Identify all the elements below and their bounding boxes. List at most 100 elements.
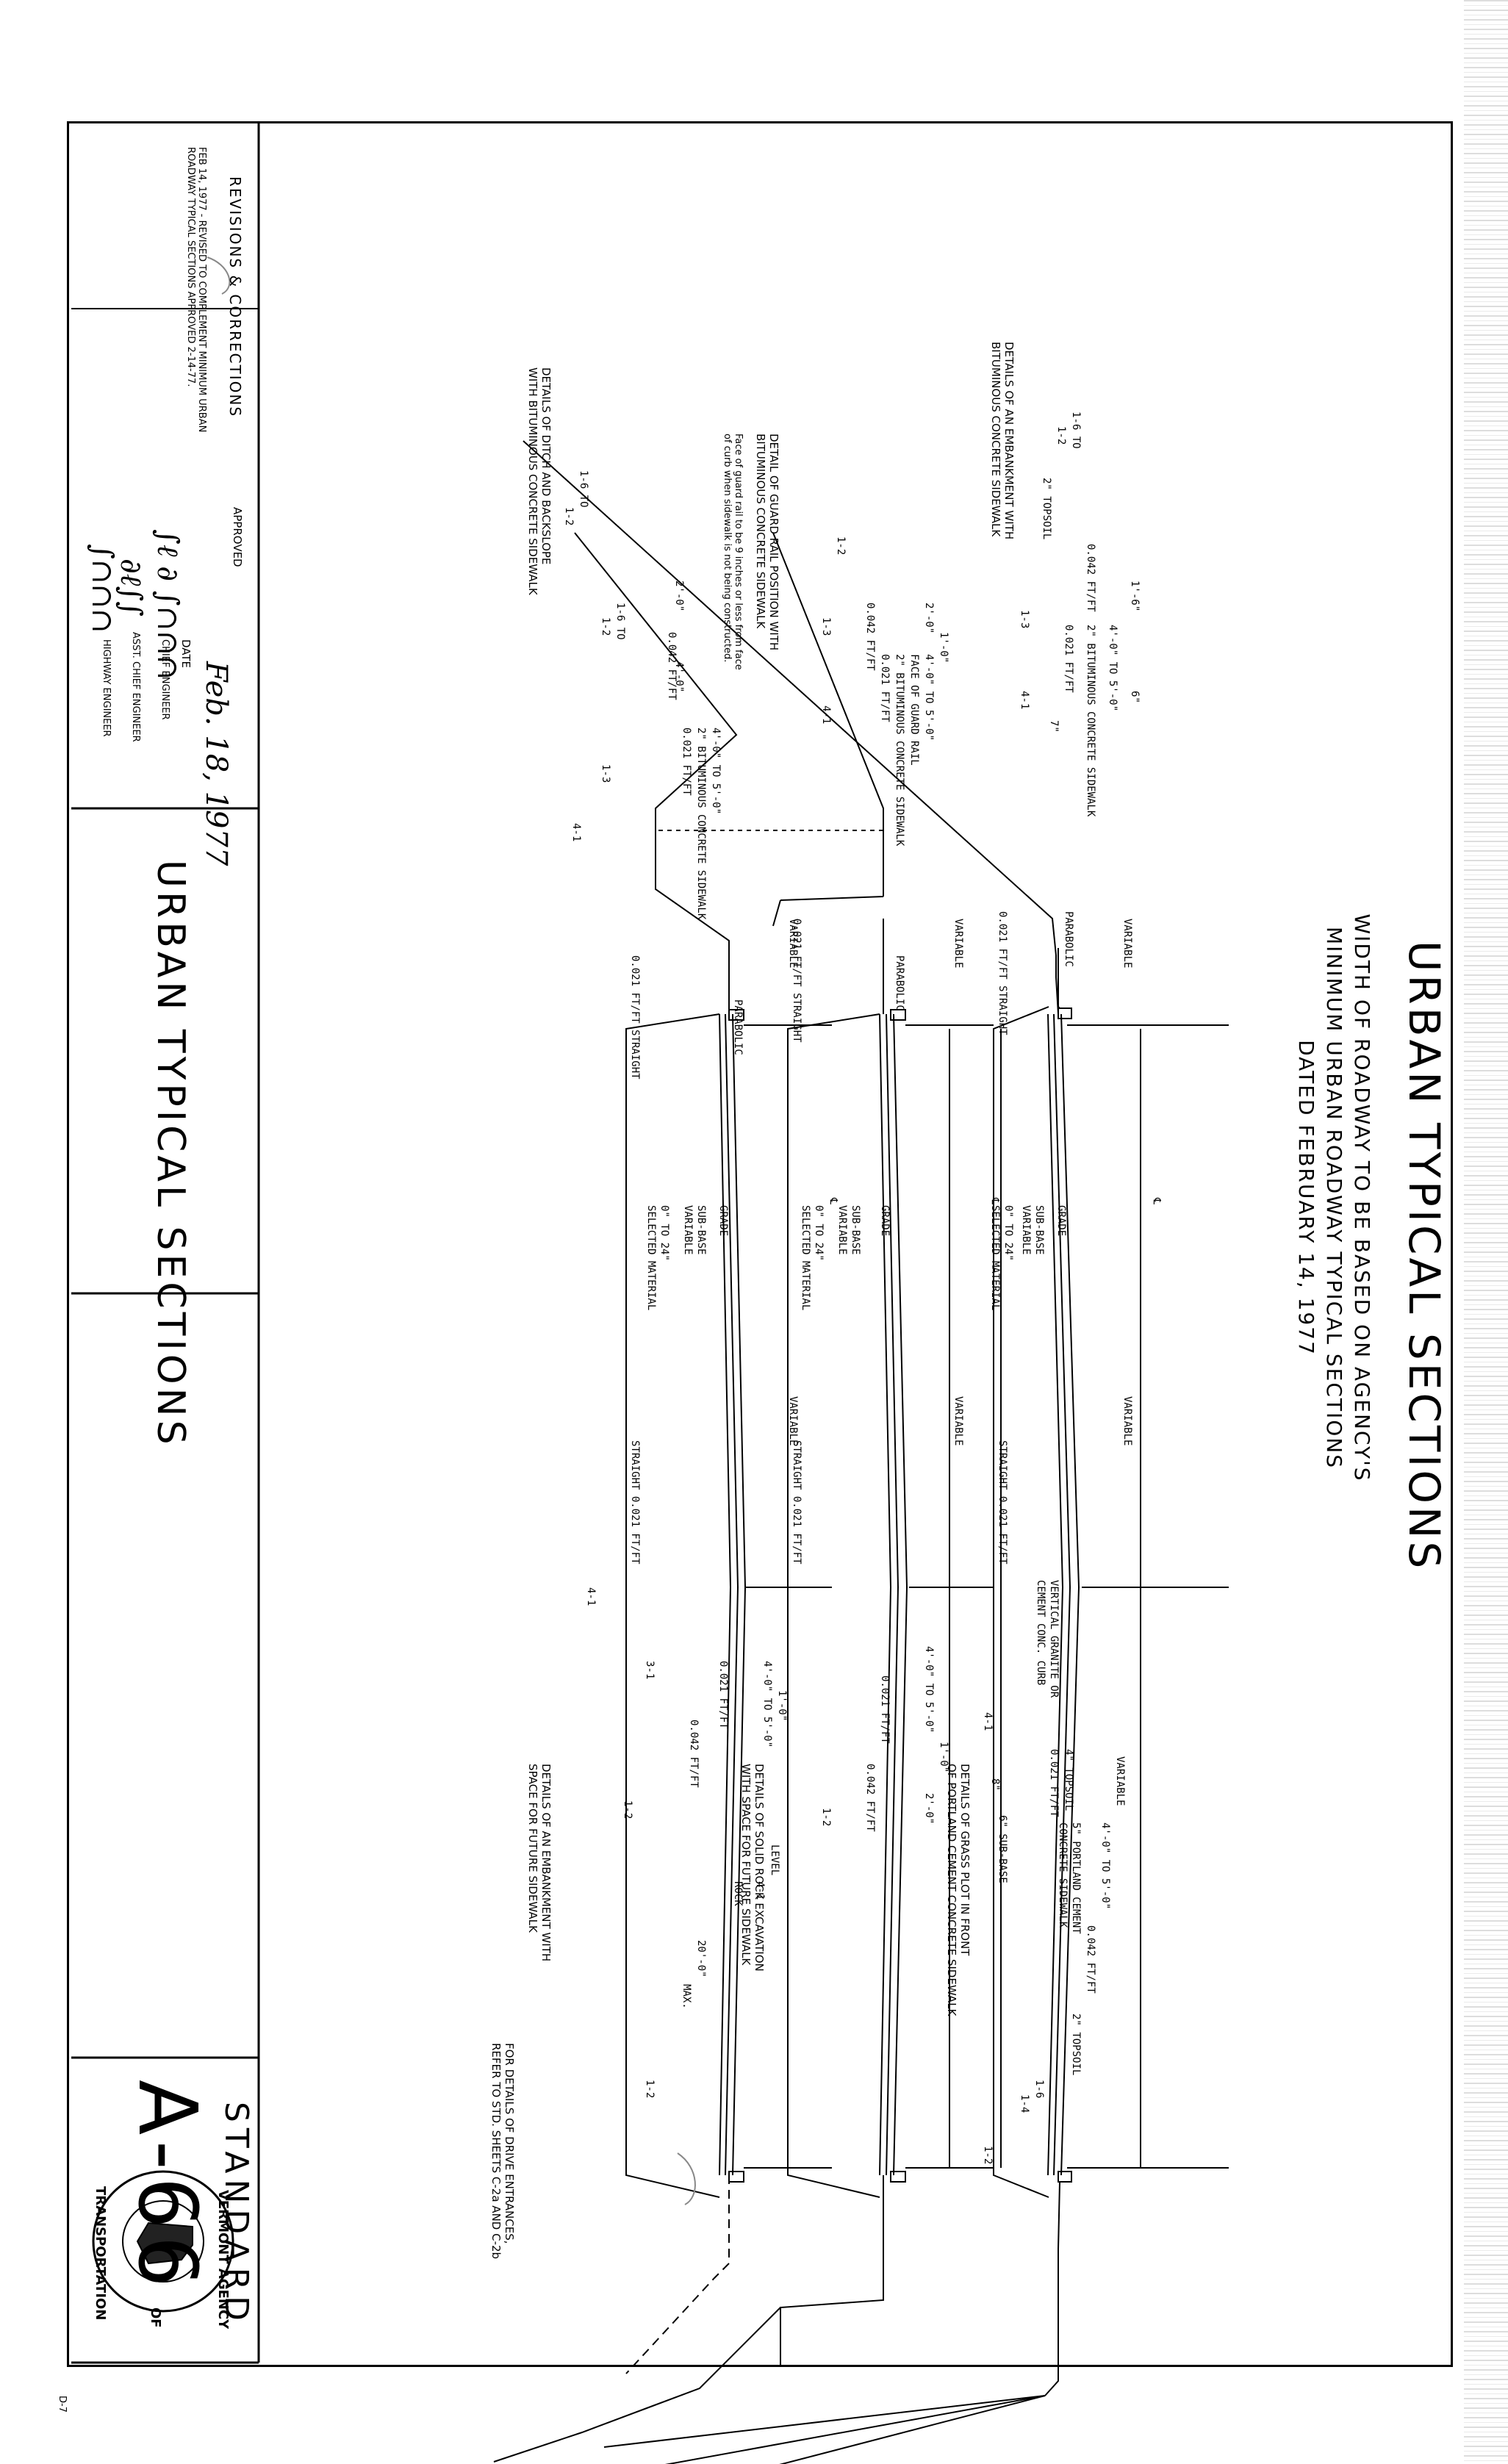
label: 2" BITUMINOUS CONCRETE SIDEWALK (894, 654, 905, 847)
label: ℄ (1151, 1198, 1163, 1204)
subtitle-line: DATED FEBRUARY 14, 1977 (1294, 1040, 1318, 1356)
label: SUB-BASE (850, 1205, 861, 1255)
label: 0.021 FT/FT (1048, 1749, 1060, 1817)
label: 1-2 (622, 1800, 633, 1820)
label: PARABOLIC (732, 999, 744, 1055)
label: SELECTED MATERIAL (989, 1205, 1001, 1311)
label: VARIABLE (787, 919, 799, 969)
label: 0.021 FT/FT (879, 1675, 891, 1744)
revision-notes: FEB 14, 1977 - REVISED TO COMPLEMENT MIN… (185, 147, 207, 432)
section-1-caption: DETAILS OF AN EMBANKMENT WITH BITUMINOUS… (989, 342, 1016, 539)
label: 20'-0" (695, 1940, 707, 1978)
label: 4'-0" TO 5'-0" (761, 1661, 773, 1748)
signature-chief: ∫ℓ ∂ ∫∩∩∩ (151, 529, 184, 680)
label: 3-1 (644, 1661, 656, 1680)
caption-line: BITUMINOUS CONCRETE SIDEWALK (989, 342, 1002, 537)
approval-date: Feb. 18, 1977 (199, 661, 233, 866)
note-line: of curb when sidewalk is not being const… (722, 434, 733, 663)
label: 1-6 TO (614, 603, 626, 640)
label: 0" TO 24" (1002, 1205, 1014, 1261)
agency-of: OF (148, 2307, 163, 2328)
caption-line: DETAIL OF GUARD RAIL POSITION WITH (767, 434, 780, 651)
caption-line: DETAILS OF SOLID ROCK EXCAVATION (753, 1764, 766, 1972)
label: 1-3 (1019, 610, 1030, 629)
label: 0.021 FT/FT (681, 728, 692, 796)
label: 1-2 (563, 507, 575, 526)
label: VERTICAL GRANITE OR (1048, 1580, 1060, 1698)
label: 2'-0" (673, 581, 685, 612)
label: 0" TO 24" (658, 1205, 670, 1261)
highway-engineer-label: HIGHWAY ENGINEER (101, 639, 112, 737)
label: 5" PORTLAND CEMENT (1070, 1822, 1082, 1934)
label: CEMENT CONC. CURB (1035, 1580, 1046, 1686)
asst-chief-label: ASST. CHIEF ENGINEER (130, 632, 141, 742)
caption-line: WITH BITUMINOUS CONCRETE SIDEWALK (526, 367, 539, 595)
label: VARIABLE (682, 1205, 694, 1255)
caption-line: DETAILS OF GRASS PLOT IN FRONT (958, 1764, 972, 1956)
note-line: FOR DETAILS OF DRIVE ENTRANCES, (503, 2043, 516, 2244)
label: 1-2 (820, 1808, 832, 1827)
signature-asst: ∂ℓ∫∫ (114, 558, 148, 617)
approved-label: APPROVED (231, 507, 244, 567)
label: 1'-0" (776, 1690, 788, 1722)
label: 0.021 FT/FT (1063, 625, 1074, 693)
label: SUB-BASE (695, 1205, 707, 1255)
page-title: URBAN TYPICAL SECTIONS (1399, 941, 1449, 1572)
label: 4'-0" (673, 661, 685, 693)
revisions-heading: REVISIONS & CORRECTIONS (226, 176, 244, 418)
caption-line: BITUMINOUS CONCRETE SIDEWALK (754, 434, 767, 629)
section-2-note: Face of guard rail to be 9 inches or les… (722, 434, 744, 670)
label: 1-2 (644, 2080, 656, 2099)
label: 1-6 TO (578, 470, 589, 508)
label: 4-1 (585, 1587, 597, 1606)
label: SELECTED MATERIAL (645, 1205, 657, 1311)
label: 8" (989, 1778, 1001, 1791)
label: 4'-0" TO 5'-0" (1099, 1822, 1111, 1910)
label: 6" (1129, 691, 1141, 703)
subtitle: WIDTH OF ROADWAY TO BE BASED ON AGENCY'S… (1292, 867, 1376, 1529)
section-1-right-caption: DETAILS OF GRASS PLOT IN FRONT OF PORTLA… (945, 1764, 972, 2016)
section-3-caption: DETAILS OF DITCH AND BACKSLOPE WITH BITU… (526, 367, 553, 595)
label: 1-4 (1019, 2094, 1030, 2113)
label: ℄ (989, 1198, 1001, 1204)
label: 2" BITUMINOUS CONCRETE SIDEWALK (695, 728, 707, 920)
label: 4'-0" TO 5'-0" (1107, 625, 1119, 712)
caption-line: OF PORTLAND CEMENT CONCRETE SIDEWALK (945, 1764, 958, 2016)
label: SELECTED MATERIAL (800, 1205, 811, 1311)
section-3-right-caption: DETAILS OF AN EMBANKMENT WITH SPACE FOR … (526, 1764, 553, 1961)
drive-entrance-note: FOR DETAILS OF DRIVE ENTRANCES, REFER TO… (489, 2043, 516, 2259)
caption-line: DETAILS OF DITCH AND BACKSLOPE (539, 367, 553, 565)
corner-code: D-7 (57, 2396, 68, 2413)
caption-line: DETAILS OF AN EMBANKMENT WITH (539, 1764, 553, 1962)
label: 1-2 (835, 536, 847, 556)
label: STRAIGHT 0.021 FT/FT (997, 1440, 1008, 1565)
label: 0.021 FT/FT (879, 654, 891, 722)
label: STRAIGHT 0.021 FT/FT (629, 1440, 641, 1565)
label: VARIABLE (787, 1396, 799, 1446)
caption-line: SPACE FOR FUTURE SIDEWALK (526, 1764, 539, 1933)
label: 1-2 (982, 2146, 994, 2165)
signature-highway: ∫∩∩∩ (85, 544, 119, 633)
label: GRADE (717, 1205, 729, 1237)
revision-line: FEB 14, 1977 - REVISED TO COMPLEMENT MIN… (196, 147, 207, 433)
subtitle-line: WIDTH OF ROADWAY TO BE BASED ON AGENCY'S (1350, 913, 1374, 1482)
label: 1-6 TO (1070, 412, 1082, 449)
caption-line: WITH SPACE FOR FUTURE SIDEWALK (739, 1764, 753, 1966)
label: 2" TOPSOIL (1070, 2014, 1082, 2076)
label: 0.021 FT/FT STRAIGHT (997, 911, 1008, 1035)
label: 2'-0" (923, 603, 935, 634)
label: MAX. (681, 1984, 692, 2009)
label: VARIABLE (952, 1396, 964, 1446)
label: 4'-0" TO 5'-0" (710, 728, 722, 815)
label: FACE OF GUARD RAIL (908, 654, 920, 766)
caption-line: DETAILS OF AN EMBANKMENT WITH (1002, 342, 1016, 540)
label: 4-1 (1019, 691, 1030, 710)
sheet-title: URBAN TYPICAL SECTIONS (148, 860, 193, 1448)
label: 7" (1048, 720, 1060, 733)
standard-number: A-66 (121, 2080, 215, 2295)
label: 0.042 FT/FT (864, 1764, 876, 1832)
label: VARIABLE (1114, 1756, 1126, 1806)
label: 0" TO 24" (813, 1205, 825, 1261)
label: SUB-BASE (1033, 1205, 1045, 1255)
label: 0.042 FT/FT (1085, 1925, 1096, 1994)
